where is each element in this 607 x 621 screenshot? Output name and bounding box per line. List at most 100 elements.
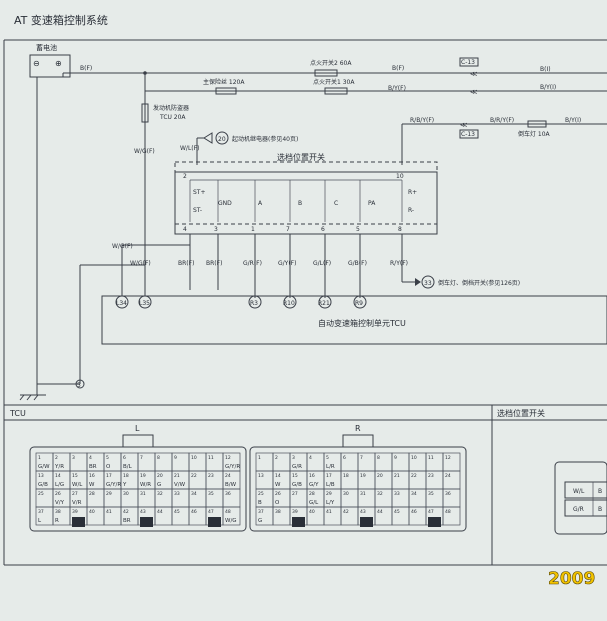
connector-wire-color: L/B (326, 482, 335, 488)
starter-ref-text: 起动机继电器(参见40页) (232, 135, 298, 143)
connector-pin-number: 25 (38, 491, 44, 497)
tcu-pin-r3: R3 (250, 300, 258, 307)
battery-symbol (29, 54, 71, 78)
connector-key (72, 517, 85, 527)
connector-pin-number: 33 (174, 491, 180, 497)
switch-title: 选档位置开关 (277, 152, 325, 162)
reverse-lamp-fuse-label: 倒车灯 10A (518, 130, 551, 138)
switch-r-plus: R+ (408, 189, 417, 196)
connector-pin-number: 13 (38, 473, 44, 479)
connector-pin-number: 33 (394, 491, 400, 497)
connector-pin-number: 46 (411, 509, 417, 515)
connector-pin-number: 34 (191, 491, 197, 497)
connector-pin-number: 39 (292, 509, 298, 515)
connector-pin-number: 10 (191, 455, 197, 461)
lower-wire-br-2: BR(F) (206, 260, 222, 267)
connector-wire-color: R (55, 518, 59, 524)
switch-conn-b: B (598, 488, 602, 495)
connector-wire-color: B/W (225, 482, 237, 488)
ig1-fuse (324, 87, 348, 95)
connector-pin-number: 37 (258, 509, 264, 515)
connector-wire-color: L (38, 518, 42, 524)
tcu-unit-label: 自动变速箱控制单元TCU (318, 318, 406, 328)
connector-pin-number: 7 (360, 455, 363, 461)
tcu-pin-r10: R10 (283, 300, 295, 307)
connector-pin-number: 3 (292, 455, 295, 461)
connector-pin-number: 30 (343, 491, 349, 497)
battery-plus-icon: ⊕ (55, 59, 62, 68)
connector-pin-number: 47 (208, 509, 214, 515)
reverse-ref-arrow-icon (415, 278, 421, 286)
connector-pin-number: 43 (360, 509, 366, 515)
switch-pin-10: 10 (396, 173, 404, 180)
connector-wire-color: L/Y (326, 500, 335, 506)
connector-pin-number: 1 (258, 455, 261, 461)
tcu-unit-box (101, 295, 607, 345)
connector-pin-number: 27 (292, 491, 298, 497)
connector-pin-number: 16 (309, 473, 315, 479)
connector-key (140, 517, 153, 527)
connector-pin-number: 44 (377, 509, 383, 515)
connector-wire-color: W (89, 482, 95, 488)
switch-connector (554, 461, 607, 535)
switch-st-minus: ST- (193, 207, 202, 214)
connector-pin-number: 9 (174, 455, 177, 461)
connector-pin-number: 23 (428, 473, 434, 479)
wire-byf-label: B/Y(F) (388, 85, 406, 92)
connector-pin-number: 24 (225, 473, 231, 479)
lower-wire-gr: G/R(F) (243, 260, 262, 267)
connector-c13-mid (459, 129, 479, 139)
connector-pin-number: 37 (38, 509, 44, 515)
connector-wire-color: L/R (326, 464, 335, 470)
connector-wire-color: O (275, 500, 280, 506)
connector-pin-number: 32 (157, 491, 163, 497)
connector-pin-number: 12 (225, 455, 231, 461)
connector-pin-number: 30 (123, 491, 129, 497)
switch-pin-6: 6 (321, 226, 325, 233)
connector-pin-number: 11 (428, 455, 434, 461)
main-fuse-label: 主保险丝 120A (203, 78, 245, 86)
connector-pin-number: 18 (343, 473, 349, 479)
connector-c13-top (459, 57, 479, 67)
connector-pin-number: 16 (89, 473, 95, 479)
connector-pin-number: 38 (275, 509, 281, 515)
connector-pin-number: 42 (123, 509, 129, 515)
connector-pin-number: 7 (140, 455, 143, 461)
connector-c13-mid-label: C-13 (461, 131, 475, 138)
connector-pin-number: 15 (292, 473, 298, 479)
connector-pin-number: 21 (394, 473, 400, 479)
switch-r-minus: R- (408, 207, 414, 214)
connector-pin-number: 22 (191, 473, 197, 479)
switch-top-dash (174, 161, 438, 173)
connector-letter: L (135, 424, 140, 433)
connector-pin-number: 17 (106, 473, 112, 479)
connector-pin-number: 38 (55, 509, 61, 515)
switch-pin-2: 2 (183, 173, 187, 180)
connector-cell (222, 506, 241, 526)
connector-pin-number: 36 (445, 491, 451, 497)
panel-tcu-label: TCU (9, 409, 26, 418)
switch-letter-b: B (298, 200, 302, 207)
switch-st-plus: ST+ (193, 189, 206, 196)
connector-pin-number: 6 (123, 455, 126, 461)
connector-wire-color: L/G (55, 482, 64, 488)
connector-pin-number: 13 (258, 473, 264, 479)
connector-pin-number: 44 (157, 509, 163, 515)
wire-rbyf-label: R/B/Y(F) (410, 117, 434, 124)
connector-pin-number: 18 (123, 473, 129, 479)
switch-pin-7: 7 (286, 226, 290, 233)
connector-pin-number: 40 (309, 509, 315, 515)
tcu-pin-r9: R9 (355, 300, 363, 307)
connector-pin-number: 26 (275, 491, 281, 497)
connector-pin-number: 47 (428, 509, 434, 515)
connector-pin-number: 29 (106, 491, 112, 497)
connector-pin-number: 15 (72, 473, 78, 479)
connector-pin-number: 39 (72, 509, 78, 515)
connector-wire-color: V/R (72, 500, 82, 506)
switch-conn-wl: W/L (573, 488, 585, 495)
selector-switch-box (174, 171, 438, 235)
connector-wire-color: G (258, 518, 262, 524)
connector-key (428, 517, 441, 527)
